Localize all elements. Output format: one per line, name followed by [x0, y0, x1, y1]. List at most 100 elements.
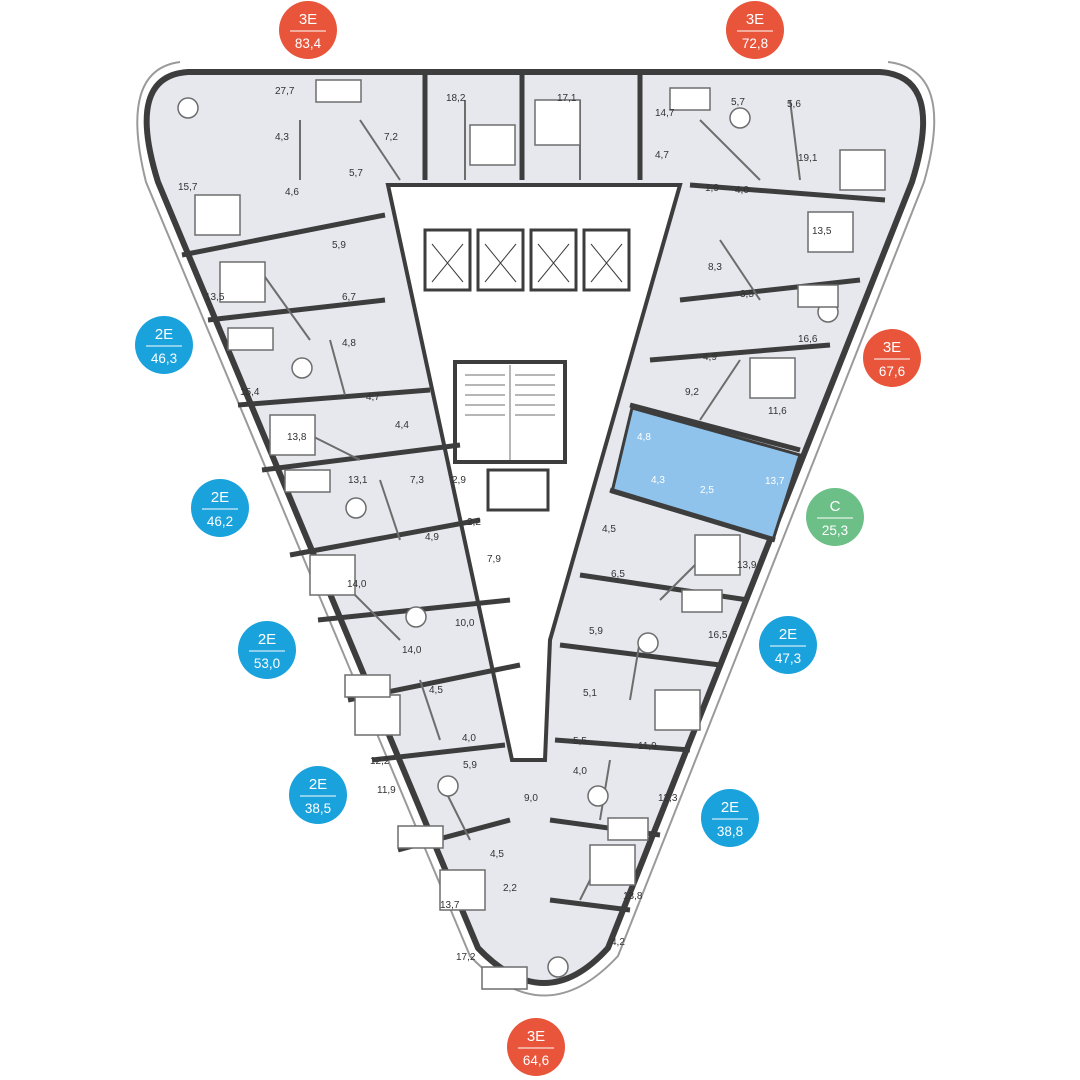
room-area-label: 7,9 [487, 554, 501, 565]
room-area-label: 4,8 [637, 432, 651, 443]
room-area-label: 4,0 [735, 185, 749, 196]
apartment-badge[interactable]: 2E 38,8 [701, 789, 759, 847]
badge-circle [135, 316, 193, 374]
badge-type: 2E [721, 799, 739, 816]
badge-area: 46,3 [151, 351, 177, 366]
badge-type: 3E [299, 11, 317, 28]
room-area-label: 9,2 [685, 387, 699, 398]
furniture-sofas [227, 79, 839, 990]
room-area-label: 4,5 [429, 685, 443, 696]
room-area-label: 14,0 [347, 579, 367, 590]
apartment-badges: 3E 83,4 3E 72,8 2E 46,3 3E 67,6 2E 46,2 [135, 1, 921, 1076]
room-area-label: 13,5 [812, 226, 832, 237]
apartment-badge[interactable]: 2E 53,0 [238, 621, 296, 679]
room-area-label: 12,2 [370, 756, 390, 767]
room-area-label: 16,5 [708, 630, 728, 641]
room-area-label: 16,6 [798, 334, 818, 345]
room-area-label: 11,9 [638, 741, 657, 752]
room-area-label: 15,4 [240, 387, 260, 398]
room-area-label: 4,0 [462, 733, 476, 744]
room-area-label: 13,8 [287, 432, 307, 443]
room-area-label: 18,2 [446, 93, 466, 104]
room-area-label: 10,0 [455, 618, 475, 629]
room-area-label: 2,2 [467, 517, 481, 528]
room-area-label: 4,3 [275, 132, 289, 143]
room-area-label: 5,7 [731, 97, 745, 108]
room-area-label: 4,0 [573, 766, 587, 777]
room-area-label: 5,7 [349, 168, 363, 179]
badge-circle [191, 479, 249, 537]
room-area-label: 13,8 [623, 891, 643, 902]
room-area-label: 4,3 [651, 475, 665, 486]
lift-2 [476, 228, 525, 292]
furniture-beds [194, 99, 886, 911]
lift-1 [423, 228, 472, 292]
room-area-label: 7,2 [384, 132, 398, 143]
apartment-badge[interactable]: 3E 72,8 [726, 1, 784, 59]
staircase [453, 360, 567, 512]
apartment-badge[interactable]: 3E 64,6 [507, 1018, 565, 1076]
room-area-label: 14,7 [655, 108, 675, 119]
room-area-label: 13,7 [440, 900, 460, 911]
badge-circle [289, 766, 347, 824]
room-area-label: 6,7 [342, 292, 356, 303]
room-area-label: 12,3 [658, 793, 678, 804]
room-area-label: 4,4 [395, 420, 409, 431]
room-area-label: 13,1 [348, 475, 368, 486]
room-area-label: 4,9 [703, 352, 717, 363]
balcony-rail [136, 61, 936, 997]
badge-type: 2E [309, 776, 327, 793]
badge-circle [238, 621, 296, 679]
apartment-badge[interactable]: 3E 67,6 [863, 329, 921, 387]
room-area-label: 5,9 [463, 760, 477, 771]
room-area-label: 5,6 [787, 99, 801, 110]
room-area-label: 4,6 [285, 187, 299, 198]
badge-area: 38,8 [717, 824, 743, 839]
room-area-label: 14,0 [402, 645, 422, 656]
room-area-label: 2,5 [700, 485, 714, 496]
room-area-label: 2,9 [452, 475, 466, 486]
badge-area: 46,2 [207, 514, 233, 529]
apartment-badge[interactable]: 2E 46,3 [135, 316, 193, 374]
apartment-badge[interactable]: 2E 38,5 [289, 766, 347, 824]
lift-shafts [423, 228, 631, 292]
room-area-label: 13,9 [737, 560, 757, 571]
room-area-label: 2,2 [503, 883, 517, 894]
apartment-badge[interactable]: 2E 47,3 [759, 616, 817, 674]
badge-type: 2E [155, 326, 173, 343]
badge-circle [507, 1018, 565, 1076]
badge-area: 67,6 [879, 364, 905, 379]
room-area-label: 6,5 [611, 569, 625, 580]
badge-circle [726, 1, 784, 59]
room-area-label: 7,3 [410, 475, 424, 486]
badge-area: 64,6 [523, 1053, 549, 1068]
room-area-label: 13,7 [765, 476, 785, 487]
badge-area: 38,5 [305, 801, 331, 816]
badge-type: 2E [211, 489, 229, 506]
lift-4 [582, 228, 631, 292]
room-area-label: 1,9 [705, 183, 719, 194]
apartment-badge[interactable]: C 25,3 [806, 488, 864, 546]
room-area-label: 27,7 [275, 86, 295, 97]
room-area-label: 4,7 [655, 150, 669, 161]
apartment-badge[interactable]: 2E 46,2 [191, 479, 249, 537]
badge-type: C [830, 498, 841, 515]
badge-type: 2E [779, 626, 797, 643]
room-area-label: 4,7 [366, 392, 380, 403]
room-area-label: 3,5 [740, 289, 754, 300]
room-area-label: 19,1 [798, 153, 818, 164]
room-area-label: 5,1 [583, 688, 597, 699]
room-area-label: 4,8 [342, 338, 356, 349]
room-area-label: 5,5 [573, 736, 587, 747]
badge-type: 3E [883, 339, 901, 356]
badge-type: 3E [527, 1028, 545, 1045]
apartment-badge[interactable]: 3E 83,4 [279, 1, 337, 59]
room-area-label: 11,9 [377, 785, 396, 796]
badge-area: 53,0 [254, 656, 280, 671]
room-labels: 27,7 4,3 7,2 18,2 5,7 4,6 15,7 17,1 14,7… [178, 86, 832, 963]
badge-area: 83,4 [295, 36, 322, 51]
room-area-label: 17,1 [557, 93, 577, 104]
badge-circle [279, 1, 337, 59]
badge-circle [701, 789, 759, 847]
